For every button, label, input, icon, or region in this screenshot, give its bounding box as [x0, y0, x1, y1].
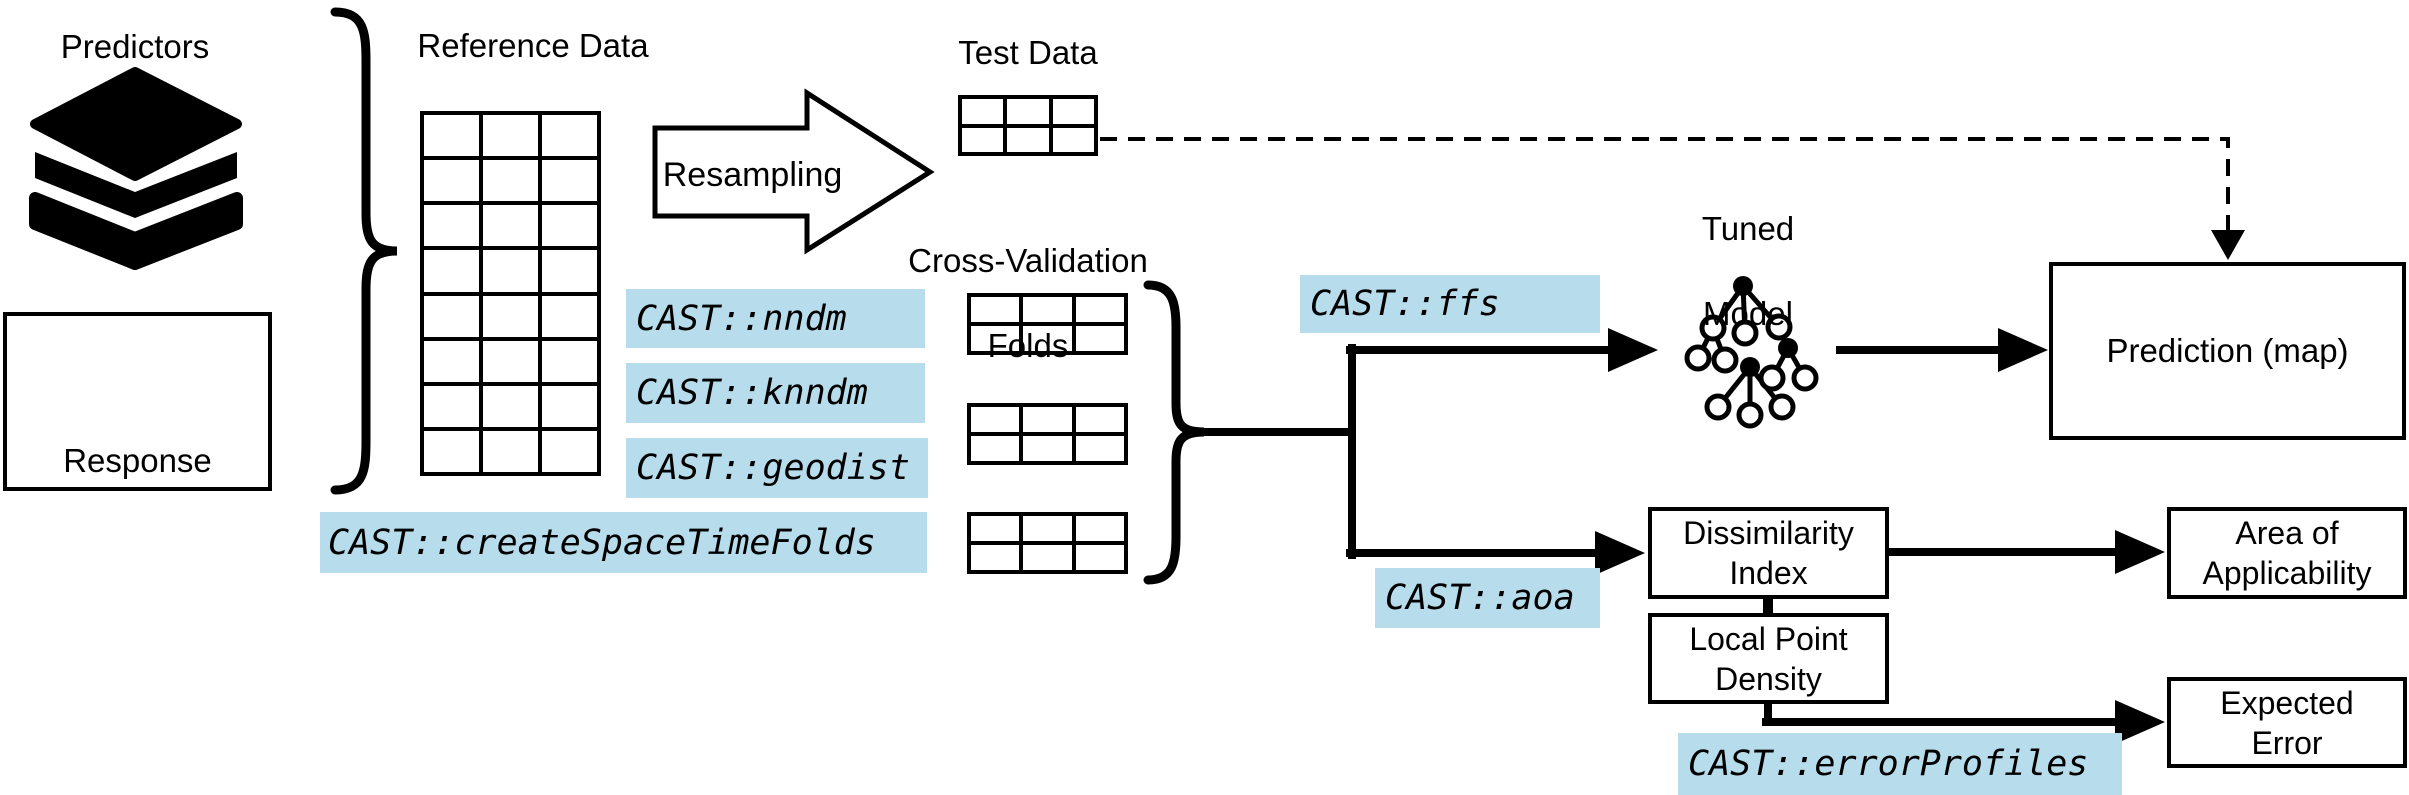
arrowheads	[1595, 328, 2165, 744]
predictors-label: Predictors	[60, 28, 210, 65]
cv-folds-label: Cross-Validation Folds	[888, 198, 1168, 367]
aoa-line2: Applicability	[2202, 555, 2372, 591]
prediction-label: Prediction (map)	[2106, 332, 2349, 370]
cv-folds-label-line1: Cross-Validation	[908, 242, 1148, 280]
reference-data-label: Reference Data	[417, 27, 649, 64]
cv-fold-grid-2	[967, 403, 1128, 465]
fn-aoa: CAST::aoa	[1375, 568, 1600, 628]
resampling-arrow	[652, 88, 935, 255]
dissimilarity-index-box: Dissimilarity Index	[1648, 507, 1889, 599]
arrowhead-to-prediction	[1998, 328, 2048, 372]
response-label: Response	[63, 441, 212, 479]
fn-geodist: CAST::geodist	[626, 438, 928, 498]
response-box: Response	[3, 312, 272, 491]
dissimilarity-line2: Index	[1729, 555, 1808, 591]
fn-error-profiles: CAST::errorProfiles	[1678, 733, 2122, 795]
layers-icon	[29, 66, 243, 270]
cv-folds-label-line2: Folds	[987, 326, 1069, 364]
fn-knndm: CAST::knndm	[626, 363, 925, 423]
arrowhead-to-tuned-model	[1608, 328, 1658, 372]
arrowhead-to-aoa	[2115, 530, 2165, 574]
resampling-label: Resampling	[662, 156, 843, 194]
expected-error-label: Expected Error	[2171, 683, 2403, 763]
arrowhead-to-expected-error	[2115, 700, 2165, 744]
area-of-applicability-label: Area of Applicability	[2171, 513, 2403, 593]
tuned-model-label-line2: Model	[1703, 294, 1793, 332]
flow-lines	[1200, 344, 2121, 726]
fn-create-space-time-folds: CAST::createSpaceTimeFolds	[320, 512, 927, 573]
local-point-density-line1: Local Point	[1689, 620, 1848, 657]
fn-ffs: CAST::ffs	[1300, 275, 1600, 333]
expected-error-line2: Error	[2251, 724, 2323, 761]
expected-error-box: Expected Error	[2167, 677, 2407, 768]
reference-data-grid	[420, 111, 601, 476]
test-data-label: Test Data	[958, 34, 1098, 71]
aoa-line1: Area of	[2235, 515, 2339, 551]
fn-nndm: CAST::nndm	[626, 289, 925, 348]
dissimilarity-line1: Dissimilarity	[1683, 515, 1854, 551]
test-data-grid	[958, 95, 1098, 156]
area-of-applicability-box: Area of Applicability	[2167, 507, 2407, 599]
left-brace-icon	[330, 7, 398, 495]
expected-error-line1: Expected	[2220, 684, 2354, 721]
local-point-density-line2: Density	[1715, 660, 1822, 697]
dissimilarity-index-label: Dissimilarity Index	[1652, 513, 1885, 593]
prediction-box: Prediction (map)	[2049, 262, 2406, 440]
decision-tree-icon	[1684, 276, 1819, 429]
arrowhead-to-dissimilarity	[1595, 531, 1645, 575]
tuned-model-label-line1: Tuned	[1701, 210, 1795, 248]
tuned-model-label: Tuned Model	[1648, 166, 1848, 335]
cv-fold-grid-1	[967, 293, 1128, 355]
local-point-density-box: Local Point Density	[1648, 613, 1889, 704]
local-point-density-label: Local Point Density	[1652, 619, 1885, 699]
cv-fold-grid-3	[967, 512, 1128, 574]
dashed-arrow	[1100, 137, 2245, 260]
